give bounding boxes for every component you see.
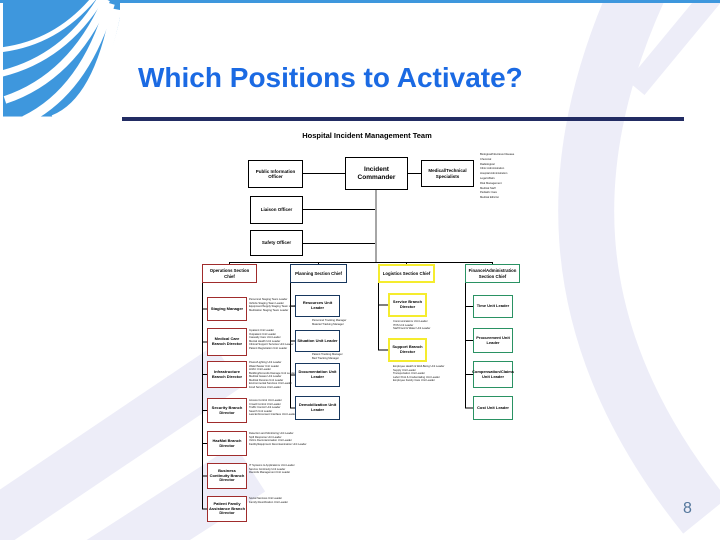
box-medical-technical-specialists: Medical/Technical Specialists [421,160,474,187]
staging-manager-units: Personnel Staging Team Leader Vehicle St… [249,298,298,312]
box-documentation-unit-leader: Documentation Unit Leader [295,363,340,387]
infrastructure-branch-units: Power/Lighting Unit Leader Water/Sewer U… [249,361,296,389]
box-safety-officer: Safety Officer [250,230,303,256]
box-compensation-claims-unit-leader: Compensation/Claims Unit Leader [472,361,514,388]
box-planning-section-chief: Planning Section Chief [290,264,347,283]
top-accent-rule [0,0,720,3]
box-hazmat-branch-director: HazMat Branch Director [207,431,247,456]
situation-unit-managers: Patient Tracking Manager Bed Tracking Ma… [312,353,343,360]
box-medical-care-branch-director: Medical Care Branch Director [207,328,247,356]
title-underline [122,117,684,121]
support-branch-units: Employee Health & Well-Being Unit Leader… [393,365,445,382]
security-branch-units: Access Control Unit Leader Crowd Control… [249,399,296,416]
box-finance-administration-section-chief: Finance/Administration Section Chief [465,264,520,283]
org-chart-title: Hospital Incident Management Team [302,131,432,140]
box-procurement-unit-leader: Procurement Unit Leader [473,328,513,353]
box-time-unit-leader: Time Unit Leader [473,295,513,318]
box-operations-section-chief: Operations Section Chief [202,264,257,283]
box-business-continuity-branch-director: Business Continuity Branch Director [207,463,247,489]
slide-title: Which Positions to Activate? [138,62,523,93]
box-incident-commander: Incident Commander [345,157,408,190]
box-resources-unit-leader: Resources Unit Leader [295,295,340,317]
box-demobilization-unit-leader: Demobilization Unit Leader [295,396,340,420]
page-number: 8 [683,500,692,517]
box-logistics-section-chief: Logistics Section Chief [378,264,435,283]
box-infrastructure-branch-director: Infrastructure Branch Director [207,361,247,388]
patient-family-assistance-branch-units: Social Services Unit Leader Family Reuni… [249,497,288,504]
box-service-branch-director: Service Branch Director [388,293,427,317]
medical-technical-specialist-types: Biological/Infectious Disease Chemical R… [480,153,515,200]
hazmat-branch-units: Detection and Monitoring Unit Leader Spi… [249,432,307,446]
company-logo-icon [3,0,120,118]
medical-care-branch-units: Inpatient Unit Leader Outpatient Unit Le… [249,329,294,350]
box-staging-manager: Staging Manager [207,297,247,321]
box-liaison-officer: Liaison Officer [250,196,303,224]
resources-unit-managers: Personnel Tracking Manager Materiel Trac… [312,319,347,326]
box-support-branch-director: Support Branch Director [388,338,427,362]
box-patient-family-assistance-branch-director: Patient Family Assistance Branch Directo… [207,496,247,522]
box-security-branch-director: Security Branch Director [207,398,247,423]
box-situation-unit-leader: Situation Unit Leader [295,330,340,352]
business-continuity-branch-units: IT Systems & Applications Unit Leader Se… [249,464,295,474]
box-public-information-officer: Public Information Officer [248,160,303,188]
service-branch-units: Communications Unit Leader IT/IS Unit Le… [393,320,431,330]
box-cost-unit-leader: Cost Unit Leader [473,396,513,420]
